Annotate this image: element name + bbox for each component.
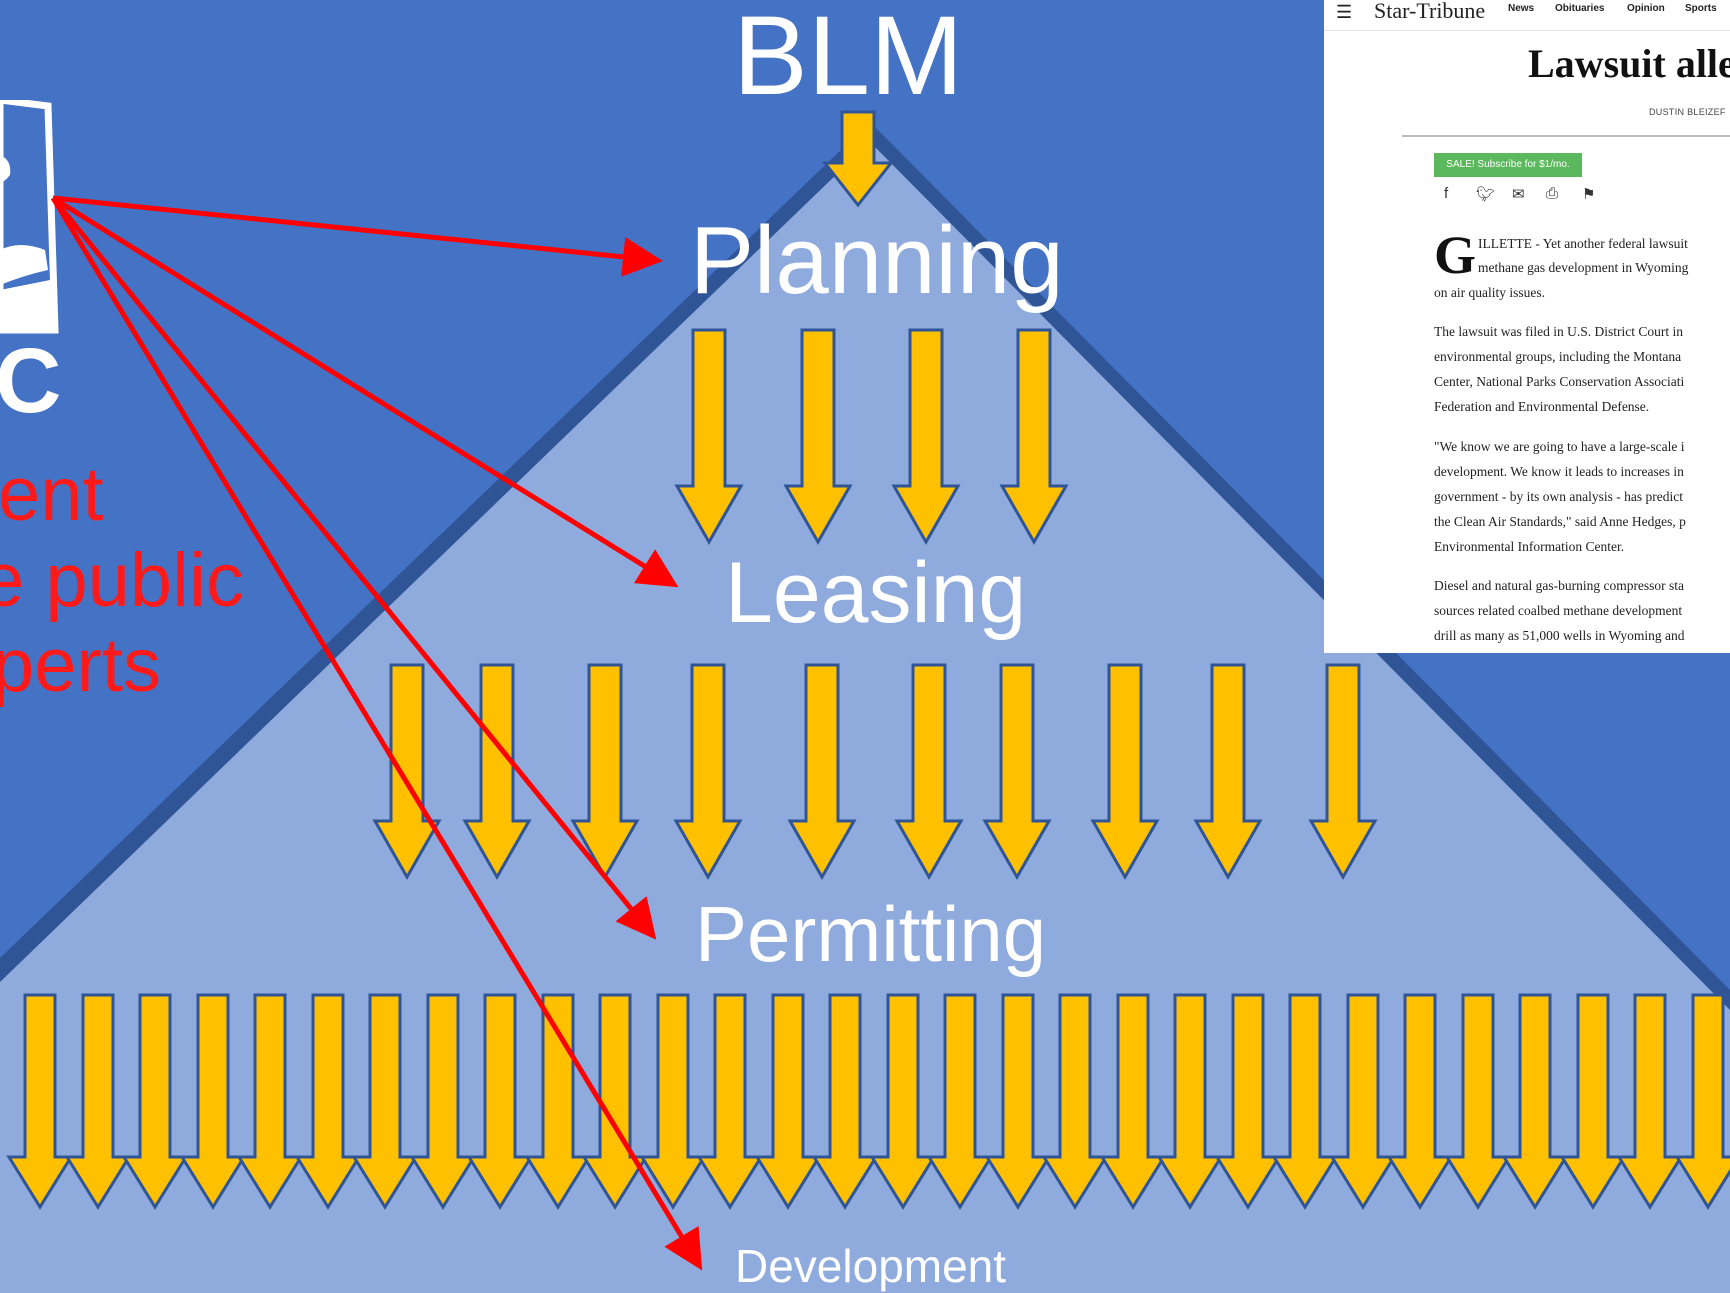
down-arrow [351, 993, 419, 1210]
para4-line3: drill as many as 51,000 wells in Wyoming… [1434, 628, 1685, 643]
stakeholder-text-line-3: perts [0, 623, 161, 708]
para4-line1: Diesel and natural gas-burning compresso… [1434, 578, 1685, 593]
twitter-icon[interactable]: 🐦︎ [1476, 186, 1496, 203]
para2-line4: Federation and Environmental Defense. [1434, 399, 1650, 414]
down-arrow [462, 663, 532, 881]
down-arrow [1616, 993, 1684, 1210]
arrow-group-leasing-to-permitting [372, 663, 1378, 881]
email-icon[interactable]: ✉ [1512, 186, 1525, 203]
down-arrow [869, 993, 937, 1210]
down-arrow [1329, 993, 1397, 1210]
facebook-icon[interactable]: f [1444, 185, 1449, 202]
down-arrow [926, 993, 994, 1210]
para4-line2: sources related coalbed methane developm… [1434, 603, 1683, 618]
para1-line2: methane gas development in Wyoming [1478, 260, 1689, 275]
para3-line4: the Clean Air Standards," said Anne Hedg… [1434, 514, 1686, 529]
down-arrow [409, 993, 477, 1210]
news-top-bar: ☰ Star-Tribune News Obituaries Opinion S… [1324, 0, 1730, 31]
level-leasing: Leasing [725, 545, 1027, 641]
article-byline[interactable]: DUSTIN BLEIZEF [1649, 107, 1726, 117]
nav-opinion[interactable]: Opinion [1627, 3, 1665, 14]
down-arrow [673, 663, 743, 881]
level-permitting: Permitting [695, 890, 1047, 978]
down-arrow [570, 663, 640, 881]
down-arrow [1559, 993, 1627, 1210]
down-arrow [787, 663, 857, 881]
level-development: Development [735, 1240, 1007, 1292]
down-arrow [179, 993, 247, 1210]
bookmark-icon[interactable]: ⚑ [1582, 186, 1596, 203]
down-arrow [891, 328, 961, 546]
down-arrow [1193, 663, 1263, 881]
para3-line3: government - by its own analysis - has p… [1434, 489, 1683, 504]
arrow-group-blm-to-planning [821, 110, 895, 208]
nav-news[interactable]: News [1508, 3, 1535, 14]
down-arrow [999, 328, 1069, 546]
down-arrow [236, 993, 304, 1210]
print-icon[interactable]: ⎙ [1546, 185, 1559, 202]
arrow-group-planning-to-leasing [674, 328, 1069, 546]
arrow-group-permitting-to-development [6, 993, 1730, 1210]
blm-title: BLM [733, 0, 964, 118]
nav-obituaries[interactable]: Obituaries [1555, 3, 1605, 14]
down-arrow [64, 993, 132, 1210]
stakeholder-document-icon [0, 100, 59, 334]
down-arrow [1444, 993, 1512, 1210]
down-arrow [984, 993, 1052, 1210]
down-arrow [982, 663, 1052, 881]
down-arrow [1271, 993, 1339, 1210]
down-arrow [1041, 993, 1109, 1210]
connector-to-development [50, 196, 703, 1271]
down-arrow [121, 993, 189, 1210]
down-arrow [466, 993, 534, 1210]
para3-line1: "We know we are going to have a large-sc… [1434, 439, 1685, 454]
down-arrow [1674, 993, 1730, 1210]
stakeholder-letter: C [0, 330, 62, 432]
connector-to-planning [52, 195, 663, 277]
down-arrow [372, 663, 442, 881]
stakeholder-text-line-1: ent [0, 452, 104, 537]
news-article-panel: ☰ Star-Tribune News Obituaries Opinion S… [1324, 0, 1730, 653]
down-arrow [783, 328, 853, 546]
down-arrow [1214, 993, 1282, 1210]
para1-line3: on air quality issues. [1434, 285, 1545, 300]
connector-to-permitting [51, 196, 657, 940]
down-arrow [581, 993, 649, 1210]
down-arrow [294, 993, 362, 1210]
subscribe-button[interactable]: SALE! Subscribe for $1/mo. [1434, 153, 1582, 177]
down-arrow [821, 110, 895, 208]
connector-to-leasing [51, 195, 679, 588]
hamburger-icon[interactable]: ☰ [1336, 2, 1353, 22]
down-arrow [1308, 663, 1378, 881]
down-arrow [1386, 993, 1454, 1210]
down-arrow [6, 993, 74, 1210]
down-arrow [1090, 663, 1160, 881]
article-dropcap: G [1434, 225, 1477, 285]
article-headline: Lawsuit alle [1528, 41, 1730, 86]
level-planning: Planning [690, 207, 1064, 314]
para2-line1: The lawsuit was filed in U.S. District C… [1434, 324, 1683, 339]
down-arrow [1099, 993, 1167, 1210]
down-arrow [754, 993, 822, 1210]
down-arrow [1501, 993, 1569, 1210]
nav-sports[interactable]: Sports [1685, 3, 1717, 14]
para2-line2: environmental groups, including the Mont… [1434, 349, 1682, 364]
masthead-logo[interactable]: Star-Tribune [1374, 0, 1486, 23]
para3-line2: development. We know it leads to increas… [1434, 464, 1684, 479]
para1-line1: ILLETTE - Yet another federal lawsuit [1478, 236, 1688, 251]
down-arrow [674, 328, 744, 546]
down-arrow [1156, 993, 1224, 1210]
down-arrow [696, 993, 764, 1210]
stakeholder-text-line-2: e public [0, 538, 244, 623]
down-arrow [639, 993, 707, 1210]
down-arrow [524, 993, 592, 1210]
down-arrow [894, 663, 964, 881]
para2-line3: Center, National Parks Conservation Asso… [1434, 374, 1685, 389]
down-arrow [811, 993, 879, 1210]
divider [1402, 135, 1730, 137]
para3-line5: Environmental Information Center. [1434, 539, 1625, 554]
